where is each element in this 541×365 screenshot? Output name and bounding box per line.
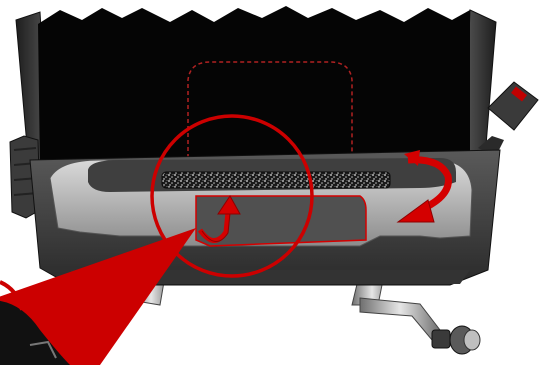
velcro-strip — [162, 172, 390, 188]
backrest-fabric — [38, 6, 470, 172]
front-leg — [360, 298, 480, 354]
